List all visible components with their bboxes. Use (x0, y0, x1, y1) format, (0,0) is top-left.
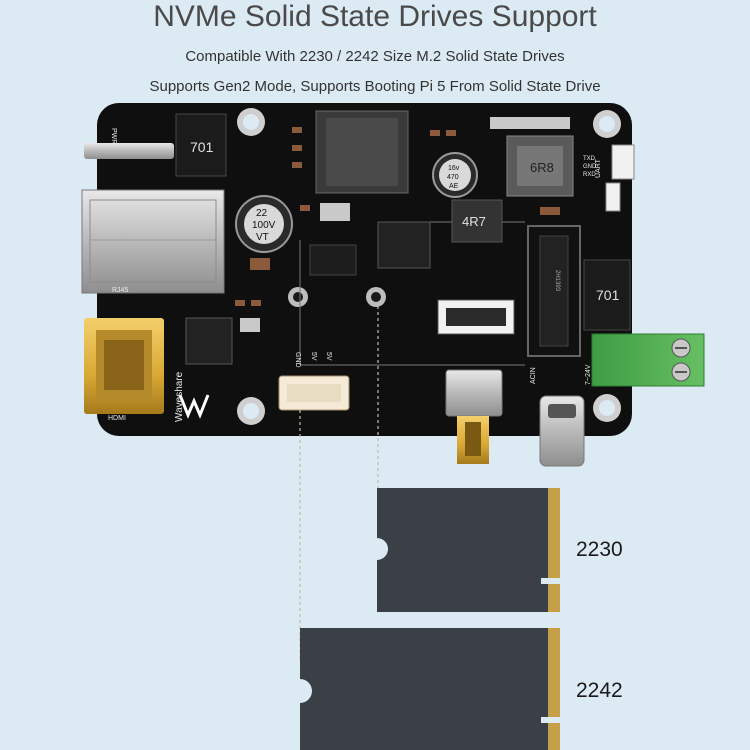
label-rj45: RJ45 (112, 287, 128, 294)
inductor-marking-3: 4R7 (462, 214, 486, 229)
label-5v-a: 5V (310, 352, 317, 361)
capacitor-marking-line2: 100V (252, 220, 276, 231)
dc-terminal-block (591, 333, 705, 387)
m2-slot (527, 225, 581, 357)
uart-connector (605, 144, 635, 212)
m2-slot-marking: 2H1393 (554, 270, 560, 292)
hdmi-port (84, 318, 164, 414)
capacitor-marking-line1: 22 (256, 208, 268, 219)
capacitor-marking-small-3: AE (449, 183, 459, 190)
capacitor-marking-small-1: 16v (448, 165, 460, 172)
mounting-hole (593, 110, 621, 138)
ssd-size-2230-label: 2230 (576, 538, 623, 561)
ssd-2242 (300, 628, 561, 750)
ssd-size-2242-label: 2242 (576, 679, 623, 702)
rj45-port (81, 189, 225, 294)
page-title: NVMe Solid State Drives Support (153, 0, 597, 33)
mounting-hole (237, 108, 265, 136)
capacitor-marking-small-2: 470 (447, 174, 459, 181)
brand-logo (178, 394, 210, 419)
usb-c-port (539, 395, 585, 467)
mini-hdmi-adapter (445, 369, 503, 464)
power-button (84, 143, 174, 159)
capacitor-small (432, 152, 478, 198)
subtitle-compatibility: Compatible With 2230 / 2242 Size M.2 Sol… (185, 48, 565, 65)
label-rxd: RXD (583, 172, 596, 178)
label-gnd-uart: GND (583, 164, 597, 170)
label-txd: TXD (583, 156, 596, 162)
capacitor-marking-line3: VT (256, 232, 269, 243)
mounting-hole (237, 397, 265, 425)
subtitle-gen2-boot: Supports Gen2 Mode, Supports Booting Pi … (149, 78, 601, 95)
label-uart: UART (595, 158, 602, 178)
capacitor-large (235, 195, 293, 253)
label-pwr: PWR (110, 128, 117, 144)
inductor-marking-2: 6R8 (530, 160, 554, 175)
label-acin: ACIN (530, 367, 537, 384)
label-gnd-header: GND (294, 352, 301, 368)
inductor-marking-1: 701 (190, 139, 214, 155)
label-vin: 7~24V (585, 364, 592, 385)
pcie-fpc-connector (437, 299, 515, 335)
label-hdmi: HDMI (108, 415, 126, 422)
mounting-hole (593, 394, 621, 422)
inductor-marking-4: 701 (596, 287, 620, 303)
fan-header (278, 375, 350, 411)
label-brand: Waveshare (174, 371, 185, 422)
label-5v-b: 5V (325, 352, 332, 361)
ssd-2230 (377, 488, 561, 612)
